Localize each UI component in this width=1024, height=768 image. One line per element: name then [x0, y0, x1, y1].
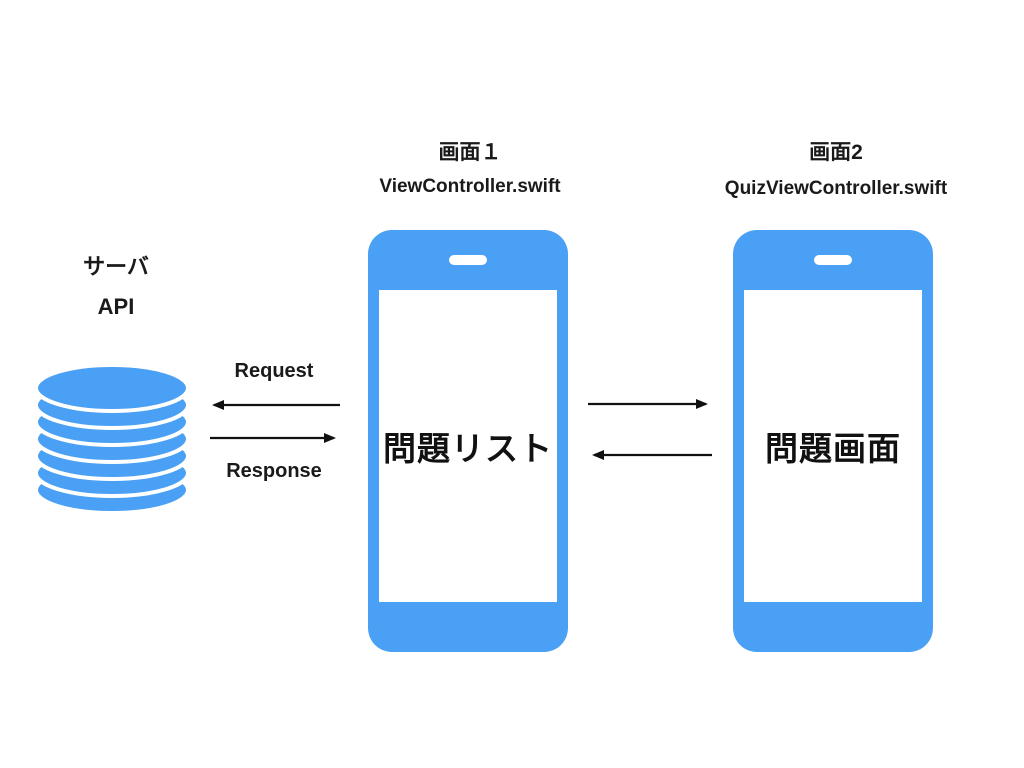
server-label-line1: サーバ — [83, 254, 149, 279]
server-database-icon — [34, 363, 190, 515]
phone2-speaker-slot — [814, 255, 852, 265]
phone1-title: 画面１ — [438, 141, 502, 164]
phone2-title: 画面2 — [809, 141, 863, 164]
server-label: サーバ API — [36, 256, 196, 318]
phone1-subtitle: ViewController.swift — [379, 176, 561, 197]
response-label: Response — [226, 460, 322, 482]
phone1-speaker-slot — [449, 255, 487, 265]
phone2: 問題画面 — [733, 230, 933, 652]
server-label-line2: API — [97, 294, 135, 319]
phone2-subtitle: QuizViewController.swift — [724, 178, 948, 199]
phone1: 問題リスト — [368, 230, 568, 652]
phone1-screen: 問題リスト — [379, 290, 557, 602]
request-label: Request — [234, 360, 314, 382]
phone2-screen: 問題画面 — [744, 290, 922, 602]
phone2-screen-text: 問題画面 — [765, 430, 901, 467]
phone1-screen-text: 問題リスト — [383, 430, 553, 467]
